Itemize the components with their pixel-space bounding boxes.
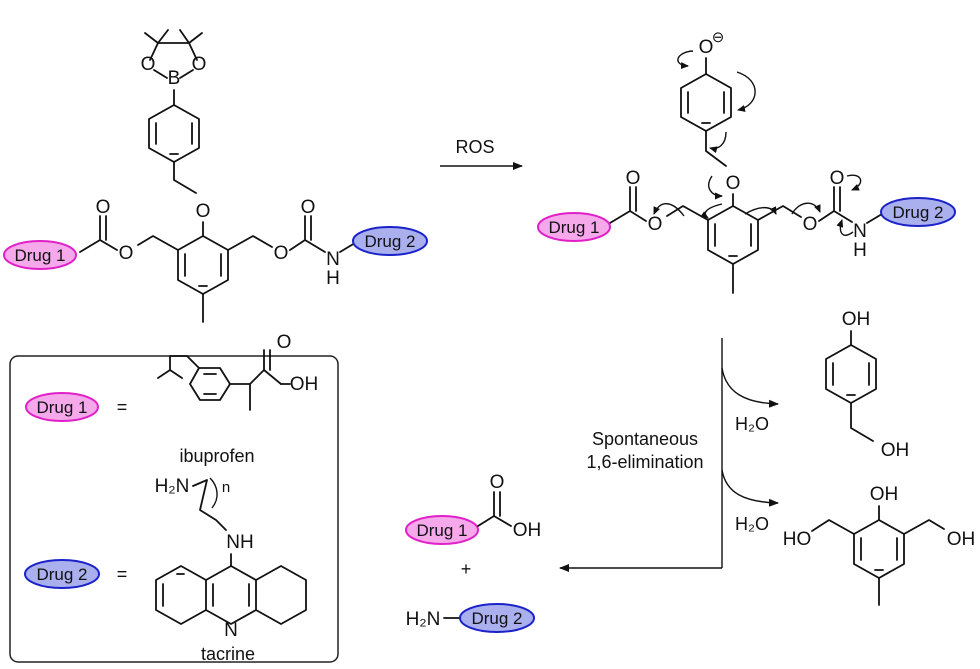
hydroxybenzyl-alcohol: OH OH bbox=[825, 309, 910, 461]
elimination-arrows: Spontaneous 1,6-elimination H₂O H₂O bbox=[559, 338, 779, 572]
benzyl-oh-1: OH bbox=[881, 440, 910, 461]
boron-atom: B bbox=[168, 68, 181, 89]
drug1-pill bbox=[3, 240, 77, 270]
ros-arrow: ROS bbox=[440, 137, 523, 170]
released-drugs: Drug 1 O OH + H₂N Drug 2 bbox=[405, 472, 542, 633]
drug1-pill-int bbox=[537, 212, 611, 242]
ros-label: ROS bbox=[455, 137, 494, 157]
acid-carbonyl-o: O bbox=[490, 472, 505, 493]
legend-equals-1: = bbox=[117, 397, 128, 417]
boronate-o-right: O bbox=[192, 54, 207, 75]
drug2-pill-released bbox=[459, 603, 535, 633]
bis-hydroxymethyl-cresol: OH HO OH bbox=[783, 484, 976, 606]
ibuprofen-oh: OH bbox=[290, 374, 319, 395]
ibuprofen-name: ibuprofen bbox=[179, 446, 254, 466]
electron-push-arrows bbox=[653, 50, 862, 236]
carbonyl-oxygen-int-right: O bbox=[830, 168, 845, 189]
legend-equals-2: = bbox=[117, 564, 128, 584]
hydroxymethyl-left: HO bbox=[783, 529, 812, 550]
carbamate-oxygen: O bbox=[274, 243, 289, 264]
benzyl-ring bbox=[148, 104, 200, 163]
acid-oh: OH bbox=[513, 520, 542, 541]
boronate-o-left: O bbox=[141, 54, 156, 75]
tacrine-n-repeat: n bbox=[222, 479, 230, 496]
phenol-oh-1: OH bbox=[842, 309, 871, 330]
drug-legend-box: Drug 1 = O OH ibuprofen Drug 2 = H₂N n N… bbox=[9, 332, 339, 664]
water-label-1: H₂O bbox=[735, 414, 769, 434]
drug2-label: Drug 2 bbox=[364, 232, 415, 251]
plus-sign: + bbox=[461, 559, 472, 579]
tacrine-structure: H₂N n NH bbox=[155, 476, 307, 625]
spontaneous-label: Spontaneous bbox=[592, 429, 698, 449]
tacrine-nh: NH bbox=[226, 532, 253, 553]
drug2-label-int: Drug 2 bbox=[892, 203, 943, 222]
ether-oxygen: O bbox=[196, 201, 211, 222]
ibuprofen-structure bbox=[157, 349, 291, 411]
tacrine-ring-n: N bbox=[224, 620, 238, 641]
pinacol-boronate: O O B bbox=[141, 29, 207, 106]
legend-drug2-pill bbox=[24, 559, 100, 589]
tacrine-name: tacrine bbox=[201, 644, 255, 664]
drug1-label: Drug 1 bbox=[14, 246, 65, 265]
legend-drug1-label: Drug 1 bbox=[36, 398, 87, 417]
carbamate-h: H bbox=[326, 268, 340, 289]
phenol-oh-2: OH bbox=[870, 484, 899, 505]
carbamate-h-int: H bbox=[853, 240, 867, 261]
hydroxymethyl-right: OH bbox=[947, 529, 976, 550]
drug1-pill-released bbox=[405, 515, 479, 545]
amine-h2n: H₂N bbox=[406, 609, 441, 630]
drug2-label-released: Drug 2 bbox=[471, 609, 522, 628]
carbonyl-oxygen-int-left: O bbox=[626, 168, 641, 189]
drug2-pill bbox=[352, 226, 428, 256]
drug1-label-released: Drug 1 bbox=[416, 521, 467, 540]
carbamate-oxygen-int: O bbox=[803, 214, 818, 235]
carbonyl-oxygen-left: O bbox=[96, 197, 111, 218]
carbamate-n-int: N bbox=[853, 221, 867, 242]
phenolate-intermediate: O ⊖ O O O Drug 1 O O N H Drug 2 bbox=[537, 29, 956, 294]
carbonyl-oxygen-right: O bbox=[301, 197, 316, 218]
starting-prodrug: O O B O O O O O N H Drug 1 Drug 2 bbox=[3, 29, 428, 323]
central-ring bbox=[177, 235, 229, 295]
ester-oxygen: O bbox=[119, 243, 134, 264]
carbamate-n: N bbox=[326, 249, 340, 270]
ibuprofen-carbonyl-o: O bbox=[277, 332, 292, 353]
phenolate-oxygen: O bbox=[699, 37, 714, 58]
drug2-pill-int bbox=[880, 197, 956, 227]
water-label-2: H₂O bbox=[735, 514, 769, 534]
ester-oxygen-int: O bbox=[648, 214, 663, 235]
legend-drug2-label: Drug 2 bbox=[36, 565, 87, 584]
elimination-label: 1,6-elimination bbox=[586, 452, 703, 472]
negative-charge: ⊖ bbox=[712, 29, 725, 46]
tacrine-h2n: H₂N bbox=[155, 476, 190, 497]
ether-oxygen-int: O bbox=[726, 173, 741, 194]
drug1-label-int: Drug 1 bbox=[548, 218, 599, 237]
legend-drug1-pill bbox=[25, 392, 99, 422]
